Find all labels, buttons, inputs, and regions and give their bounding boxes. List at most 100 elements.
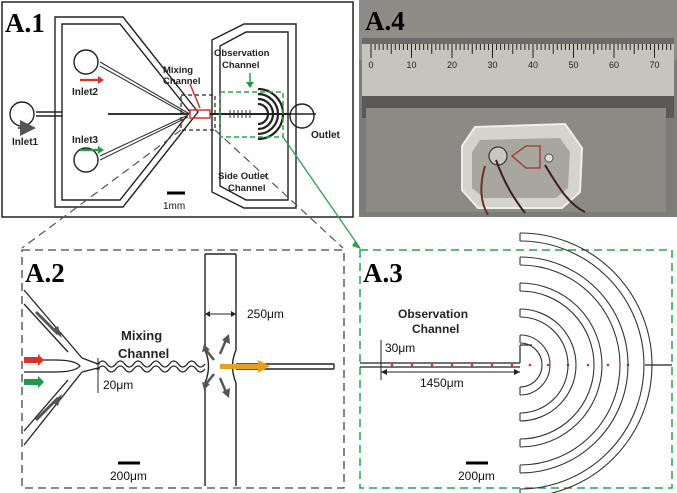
- a1-channel-ticks: [229, 110, 251, 118]
- a1-mixing-label-1: Mixing: [163, 65, 193, 76]
- a1-observation-pointer-head: [246, 82, 254, 88]
- a3-observation-label-1: Observation: [398, 307, 468, 321]
- a1-mixing-zoom-box: [180, 94, 216, 131]
- inlet2-arrowhead: [98, 76, 104, 84]
- a3-marker: [450, 363, 454, 367]
- a3-marker: [410, 363, 414, 367]
- a3-arc: [519, 264, 621, 466]
- a2-orange-stream: [220, 364, 260, 369]
- a3-observation-label-2: Channel: [412, 322, 459, 336]
- a4-ruler-ticks: [370, 44, 672, 58]
- inlet3-arrowhead: [98, 146, 104, 154]
- a2-green-stream: [24, 379, 40, 385]
- panel-a4-label: A.4: [365, 6, 405, 36]
- a1-observation-label-1: Observation: [214, 48, 270, 59]
- outlet-label: Outlet: [311, 130, 341, 141]
- a3-1450-dim-l: [381, 369, 387, 375]
- ruler-label: 20: [447, 60, 457, 70]
- a4-chip-port-2: [544, 153, 554, 163]
- a2-orange-head: [258, 360, 270, 373]
- a3-marker: [510, 363, 514, 367]
- a2-250-label: 250μm: [247, 307, 284, 321]
- a3-marker: [606, 363, 610, 367]
- a2-arrow-lower-head: [52, 394, 62, 406]
- a2-mixing-label-1: Mixing: [121, 328, 162, 343]
- inlet2-label: Inlet2: [72, 87, 99, 98]
- a4-chip-channel: [510, 145, 541, 169]
- a3-arc: [519, 282, 603, 448]
- ruler-label: 30: [487, 60, 497, 70]
- a3-30-label: 30μm: [385, 341, 415, 355]
- ruler-label: 0: [368, 60, 373, 70]
- a2-mixing-wave-inner: [97, 365, 206, 373]
- ruler-label: 60: [609, 60, 619, 70]
- a2-arrow-upper-head: [52, 326, 62, 338]
- a3-arc: [519, 290, 595, 440]
- a2-red-head: [38, 354, 44, 366]
- a3-1450-dim-r: [514, 369, 520, 375]
- a3-marker: [586, 363, 590, 367]
- a2-scale-label: 200μm: [110, 469, 147, 483]
- a1-left-channel: [36, 16, 199, 208]
- panel-a1: A.1 Inlet1 Inlet2 Inlet3: [1, 1, 354, 218]
- a2-20-label: 20μm: [103, 378, 133, 392]
- inlet2-port: [73, 49, 99, 75]
- a2-split-head-2: [222, 388, 230, 398]
- panel-a3-label: A.3: [363, 258, 403, 288]
- a3-arc: [519, 256, 629, 474]
- a3-arc: [519, 316, 569, 414]
- a3-arc: [519, 334, 551, 396]
- a1-observation-zoom-box: [219, 91, 284, 138]
- a3-marker: [490, 363, 494, 367]
- a2-green-head: [38, 376, 44, 388]
- a1-right-channel: [211, 23, 316, 209]
- inlet3-port: [73, 147, 99, 173]
- inlet1-label: Inlet1: [12, 137, 39, 148]
- a3-1450-label: 1450μm: [420, 376, 464, 390]
- a4-ruler-edge: [362, 38, 674, 44]
- a4-tube-1: [480, 165, 489, 216]
- a2-mixing-label-2: Channel: [118, 346, 169, 361]
- a2-inlet-junction: [23, 289, 99, 446]
- a3-scale-label: 200μm: [458, 469, 495, 483]
- ruler-label: 70: [649, 60, 659, 70]
- a3-marker: [430, 363, 434, 367]
- zoom-connector-left-2: [214, 129, 344, 249]
- outlet-port: [289, 103, 315, 129]
- a2-red-stream: [24, 357, 40, 363]
- inlet1-port: [9, 101, 35, 127]
- a1-mixing-pointer: [189, 83, 201, 109]
- a1-scale-label: 1mm: [163, 201, 185, 212]
- zoom-connector-right-head: [352, 241, 361, 249]
- a4-chip-inner: [472, 138, 570, 198]
- a2-split-head-1: [222, 334, 230, 344]
- a3-marker: [528, 363, 532, 367]
- a1-observation-label-2: Channel: [222, 60, 259, 71]
- a3-marker: [390, 363, 394, 367]
- a2-250-dim-l: [205, 311, 210, 317]
- a3-marker: [470, 363, 474, 367]
- a2-split-head-4: [202, 382, 210, 390]
- a1-side-outlet-label-1: Side Outlet: [218, 171, 269, 182]
- a2-250-dim-r: [231, 311, 236, 317]
- a3-red-markers: [390, 363, 630, 367]
- a1-side-outlet-label-2: Channel: [228, 183, 265, 194]
- a3-arc: [519, 308, 577, 422]
- a2-mixing-wave: [97, 360, 206, 368]
- a1-mixing-label-2: Channel: [163, 76, 200, 87]
- a4-tube-3: [495, 159, 526, 214]
- ruler-label: 50: [568, 60, 578, 70]
- a3-marker: [546, 363, 550, 367]
- inlet3-label: Inlet3: [72, 135, 99, 146]
- a2-split-head-3: [202, 344, 210, 352]
- panel-a1-label: A.1: [5, 8, 45, 38]
- a4-tube-2: [544, 164, 586, 213]
- a1-converging-lines: [99, 61, 189, 161]
- panel-a2-label: A.2: [25, 258, 65, 288]
- a3-arc: [519, 240, 645, 490]
- zoom-connector-right: [282, 136, 361, 249]
